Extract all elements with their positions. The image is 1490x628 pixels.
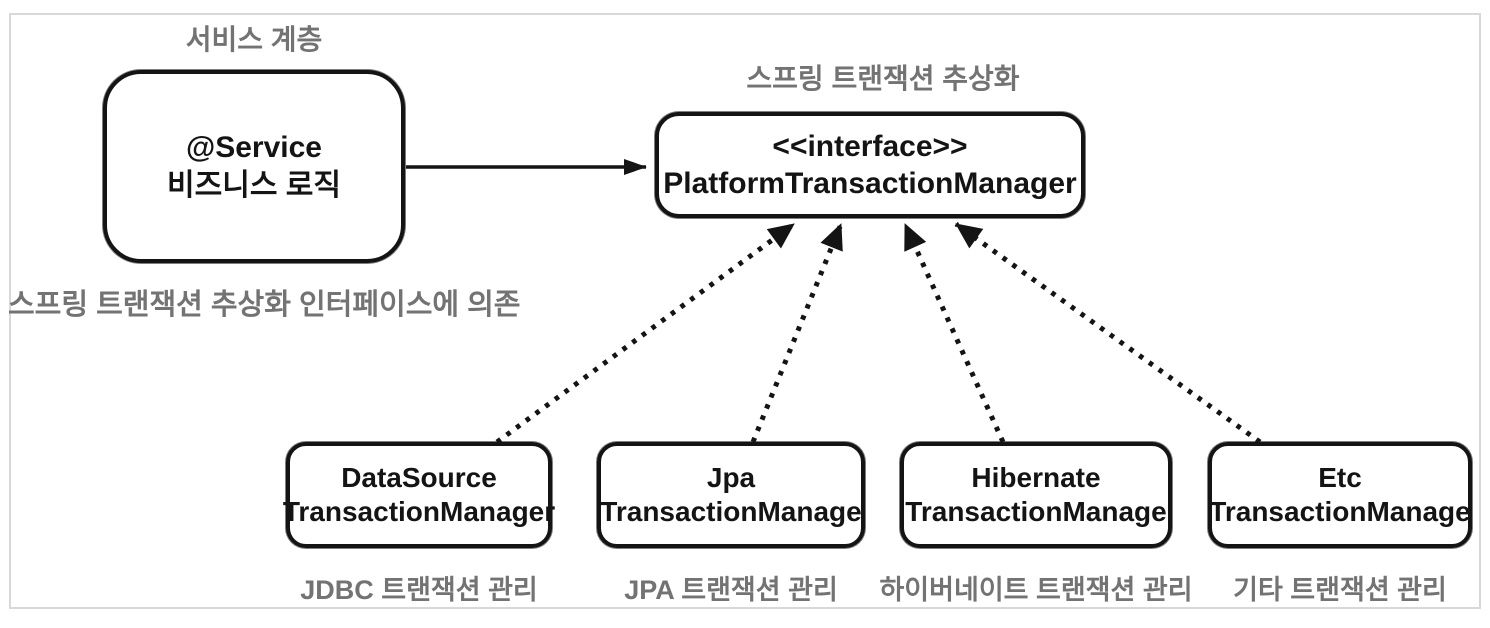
jdbc-caption: JDBC 트랜잭션 관리: [300, 575, 538, 605]
datasource-transaction-manager-box: DataSource TransactionManager: [282, 442, 556, 548]
impl-name-line1: Hibernate: [971, 462, 1101, 493]
service-annotation: @Service: [185, 130, 322, 164]
abstraction-title-label: 스프링 트랜잭션 추상화: [746, 63, 1020, 94]
impl-name-line1: Etc: [1318, 462, 1362, 493]
etc-caption: 기타 트랜잭션 관리: [1233, 575, 1447, 605]
service-box: @Service 비즈니스 로직: [103, 70, 405, 263]
etc-transaction-manager-box: Etc TransactionManage: [1208, 442, 1472, 548]
impl-name-line1: Jpa: [706, 462, 756, 493]
interface-stereotype: <<interface>>: [772, 130, 968, 163]
hibernate-transaction-manager-box: Hibernate TransactionManage: [900, 442, 1172, 548]
jpa-caption: JPA 트랜잭션 관리: [624, 575, 838, 605]
dependency-note-label: 스프링 트랜잭션 추상화 인터페이스에 의존: [8, 289, 521, 321]
impl-name-line2: TransactionManage: [905, 496, 1167, 527]
hibernate-caption: 하이버네이트 트랜잭션 관리: [879, 575, 1193, 605]
impl-name-line2: TransactionManage: [1209, 496, 1471, 527]
service-layer-label: 서비스 계층: [185, 24, 323, 55]
impl-name-line2: TransactionManager: [282, 496, 556, 527]
impl-name-line2: TransactionManage: [600, 496, 862, 527]
service-description: 비즈니스 로직: [167, 168, 341, 202]
jpa-transaction-manager-box: Jpa TransactionManage: [597, 442, 865, 548]
platform-transaction-manager-box: <<interface>> PlatformTransactionManager: [655, 112, 1085, 218]
impl-name-line1: DataSource: [341, 462, 497, 493]
interface-name: PlatformTransactionManager: [663, 167, 1077, 200]
